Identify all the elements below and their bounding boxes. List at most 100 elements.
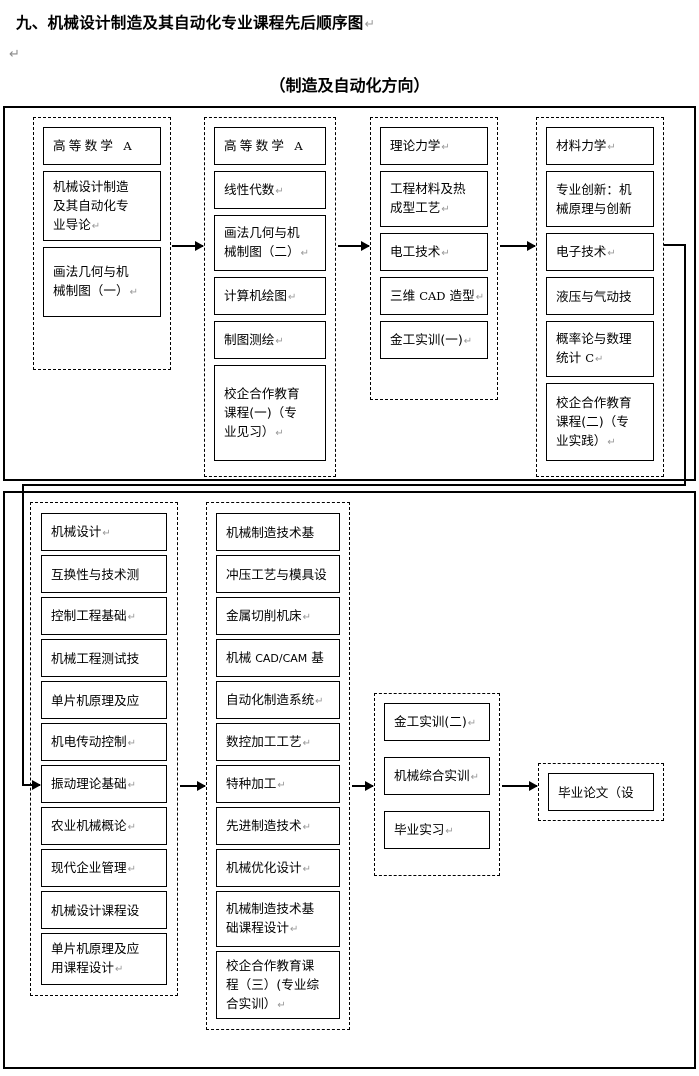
course-box[interactable]: 金工实训(二)↵ bbox=[384, 703, 490, 741]
course-box[interactable]: 单片机原理及应用课程设计↵ bbox=[41, 933, 167, 985]
course-name-line: 工程材料及热 bbox=[390, 181, 466, 196]
pilcrow-mark: ↵ bbox=[607, 141, 616, 153]
connector-wrap-top bbox=[664, 244, 686, 246]
course-box[interactable]: 互换性与技术测 bbox=[41, 555, 167, 593]
course-name-line: 现代企业管理↵ bbox=[51, 859, 137, 875]
course-box[interactable]: 理论力学↵ bbox=[380, 127, 488, 165]
course-box[interactable]: 冲压工艺与模具设 bbox=[216, 555, 340, 593]
course-name-line: 课程(一)（专 bbox=[224, 404, 297, 420]
course-box[interactable]: 画法几何与机械制图（二）↵ bbox=[214, 215, 326, 271]
course-box[interactable]: 画法几何与机械制图（一）↵ bbox=[43, 247, 161, 317]
course-name-line: 机械综合实训↵ bbox=[394, 767, 480, 783]
pilcrow-mark: ↵ bbox=[275, 427, 284, 439]
course-box[interactable]: 毕业论文（设 bbox=[548, 773, 654, 811]
course-name-line: 机械设计制造 bbox=[53, 178, 129, 194]
arrow-sem3-to-sem4 bbox=[500, 241, 536, 251]
pilcrow-mark: ↵ bbox=[127, 779, 137, 791]
course-name-line: 概率论与数理 bbox=[556, 331, 632, 346]
course-box[interactable]: 材料力学↵ bbox=[546, 127, 654, 165]
course-box[interactable]: 高等数学 A bbox=[214, 127, 326, 165]
pilcrow-mark: ↵ bbox=[607, 247, 616, 259]
pilcrow-mark: ↵ bbox=[114, 964, 124, 975]
course-name-line: 械原理与创新 bbox=[556, 201, 632, 216]
course-box[interactable]: 工程材料及热成型工艺↵ bbox=[380, 171, 488, 227]
arrow-into-vibration-theory bbox=[22, 780, 41, 790]
course-box[interactable]: 现代企业管理↵ bbox=[41, 849, 167, 887]
pilcrow-mark: ↵ bbox=[302, 611, 312, 623]
course-box[interactable]: 先进制造技术↵ bbox=[216, 807, 340, 845]
course-box[interactable]: 自动化制造系统↵ bbox=[216, 681, 340, 719]
course-box[interactable]: 专业创新：机械原理与创新 bbox=[546, 171, 654, 227]
course-name-line: 电工技术↵ bbox=[390, 243, 450, 259]
pilcrow-mark: ↵ bbox=[302, 863, 312, 875]
course-name-line: 业见习）↵ bbox=[224, 423, 284, 439]
course-box[interactable]: 金属切削机床↵ bbox=[216, 597, 340, 635]
course-box[interactable]: 电工技术↵ bbox=[380, 233, 488, 271]
course-box[interactable]: 线性代数↵ bbox=[214, 171, 326, 209]
course-box[interactable]: 计算机绘图↵ bbox=[214, 277, 326, 315]
course-box[interactable]: 机械 CAD/CAM 基 bbox=[216, 639, 340, 677]
course-name-line: 振动理论基础↵ bbox=[51, 775, 137, 791]
pilcrow-mark: ↵ bbox=[127, 611, 137, 623]
course-box[interactable]: 控制工程基础↵ bbox=[41, 597, 167, 635]
course-name-line: 金属切削机床↵ bbox=[226, 607, 312, 623]
course-name-line: 机械制造技术基 bbox=[226, 524, 315, 540]
pilcrow-mark: ↵ bbox=[467, 717, 477, 729]
pilcrow-mark: ↵ bbox=[91, 220, 101, 232]
course-box[interactable]: 机械设计课程设 bbox=[41, 891, 167, 929]
course-box[interactable]: 金工实训(一)↵ bbox=[380, 321, 488, 359]
connector-wrap-bottom bbox=[22, 484, 686, 486]
course-box[interactable]: 数控加工工艺↵ bbox=[216, 723, 340, 761]
course-box[interactable]: 三维 CAD 造型↵ bbox=[380, 277, 488, 315]
course-name-line: 毕业实习↵ bbox=[394, 821, 454, 837]
course-name-line: 校企合作教育 bbox=[556, 394, 632, 410]
pilcrow-mark: ↵ bbox=[441, 141, 450, 153]
pilcrow-mark: ↵ bbox=[302, 821, 312, 833]
course-box[interactable]: 电子技术↵ bbox=[546, 233, 654, 271]
course-box[interactable]: 机械优化设计↵ bbox=[216, 849, 340, 887]
course-box[interactable]: 概率论与数理统计 C↵ bbox=[546, 321, 654, 377]
pilcrow-mark: ↵ bbox=[475, 291, 485, 303]
course-box[interactable]: 农业机械概论↵ bbox=[41, 807, 167, 845]
course-box[interactable]: 制图测绘↵ bbox=[214, 321, 326, 359]
course-name-line: 液压与气动技 bbox=[556, 288, 632, 304]
course-name-line: 单片机原理及应 bbox=[51, 941, 140, 956]
pilcrow-mark: ↵ bbox=[277, 779, 286, 791]
course-box[interactable]: 液压与气动技 bbox=[546, 277, 654, 315]
pilcrow-mark: ↵ bbox=[302, 737, 312, 749]
page-title-text: 九、机械设计制造及其自动化专业课程先后顺序图 bbox=[16, 14, 364, 32]
course-box[interactable]: 毕业实习↵ bbox=[384, 811, 490, 849]
course-box[interactable]: 机械制造技术基础课程设计↵ bbox=[216, 891, 340, 947]
course-name-line: 成型工艺↵ bbox=[390, 200, 450, 215]
pilcrow-mark: ↵ bbox=[441, 204, 450, 215]
pilcrow-mark: ↵ bbox=[595, 354, 604, 365]
course-box[interactable]: 机械工程测试技 bbox=[41, 639, 167, 677]
course-name-line: 金工实训(一)↵ bbox=[390, 331, 473, 347]
course-name-line: 画法几何与机 bbox=[53, 264, 129, 279]
course-box[interactable]: 特种加工↵ bbox=[216, 765, 340, 803]
pilcrow-mark: ↵ bbox=[300, 248, 310, 259]
course-box[interactable]: 机械设计↵ bbox=[41, 513, 167, 551]
pilcrow-mark: ↵ bbox=[127, 863, 137, 875]
course-box[interactable]: 机械制造技术基 bbox=[216, 513, 340, 551]
course-box[interactable]: 校企合作教育课程(一)（专业见习）↵ bbox=[214, 365, 326, 461]
course-box[interactable]: 机械综合实训↵ bbox=[384, 757, 490, 795]
course-name-line: 画法几何与机 bbox=[224, 225, 300, 240]
course-name-line: 机械设计课程设 bbox=[51, 902, 140, 918]
course-name-line: 械制图（二）↵ bbox=[224, 244, 310, 259]
course-box[interactable]: 振动理论基础↵ bbox=[41, 765, 167, 803]
course-name-line: 农业机械概论↵ bbox=[51, 817, 137, 833]
course-box[interactable]: 机械设计制造及其自动化专业导论↵ bbox=[43, 171, 161, 241]
course-box[interactable]: 校企合作教育课程(二)（专业实践）↵ bbox=[546, 383, 654, 461]
course-name-line: 机械优化设计↵ bbox=[226, 859, 312, 875]
course-name-line: 业导论↵ bbox=[53, 216, 101, 232]
course-box[interactable]: 校企合作教育课程（三）(专业综合实训）↵ bbox=[216, 951, 340, 1019]
course-name-line: 先进制造技术↵ bbox=[226, 817, 312, 833]
course-name-line: 机械设计↵ bbox=[51, 523, 111, 539]
course-box[interactable]: 机电传动控制↵ bbox=[41, 723, 167, 761]
connector-wrap-left bbox=[22, 484, 24, 785]
course-box[interactable]: 高等数学 A bbox=[43, 127, 161, 165]
pilcrow-mark: ↵ bbox=[275, 335, 284, 347]
course-box[interactable]: 单片机原理及应 bbox=[41, 681, 167, 719]
pilcrow-mark: ↵ bbox=[277, 999, 286, 1011]
